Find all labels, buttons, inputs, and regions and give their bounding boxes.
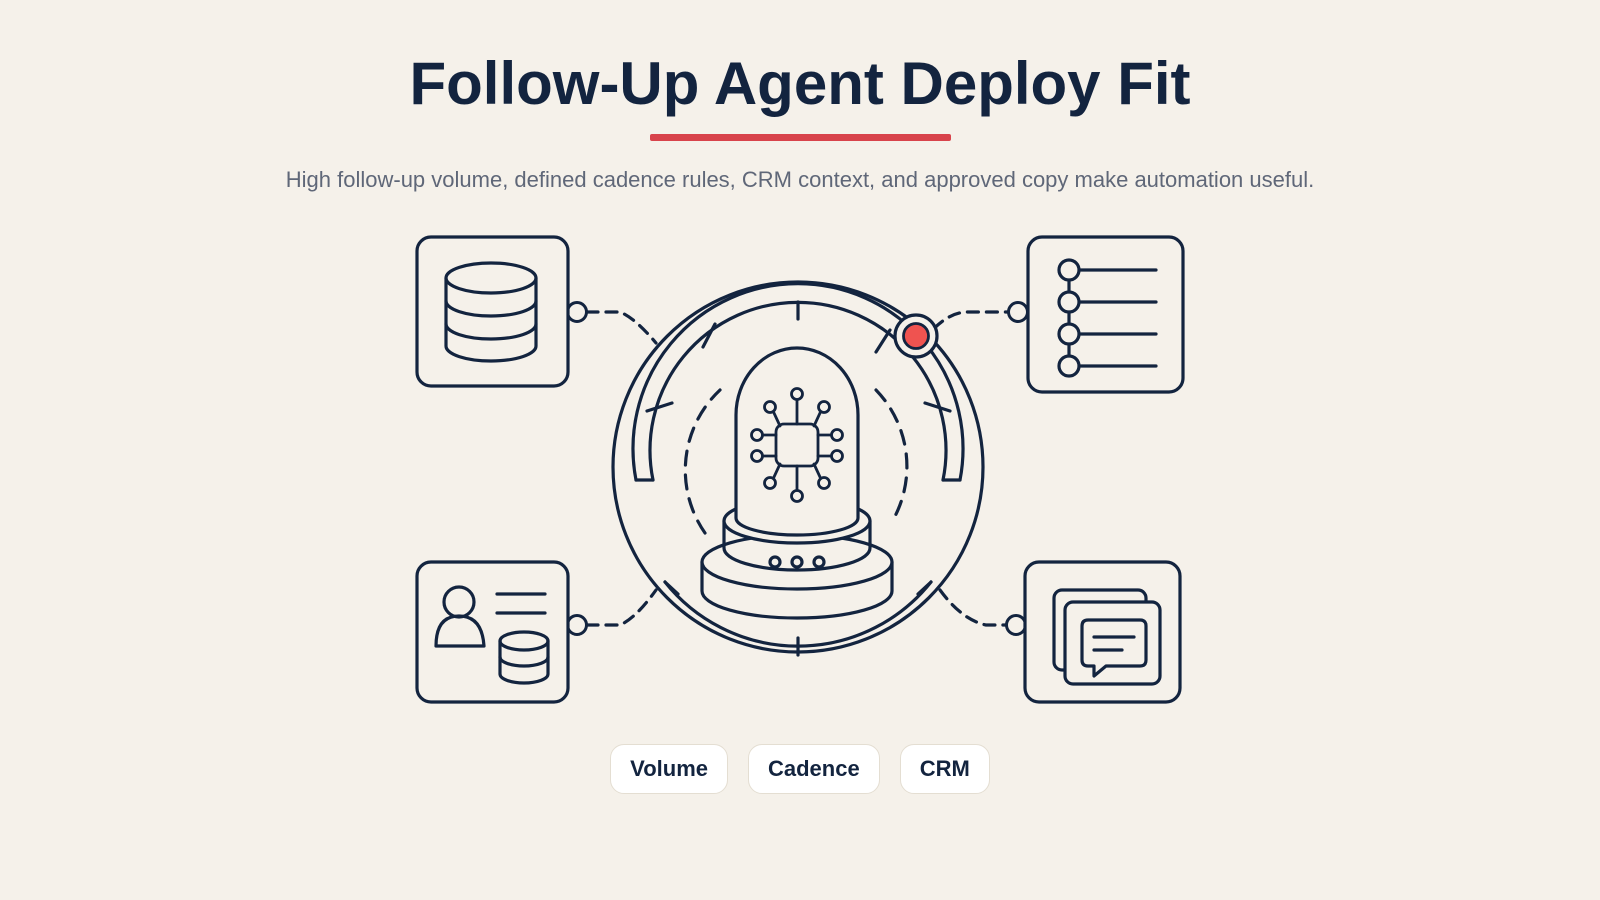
title-underline	[650, 134, 951, 141]
agent-ring	[611, 280, 985, 657]
ring-segment-ticks	[645, 300, 952, 413]
copy-node[interactable]	[1023, 560, 1182, 704]
timeline-list-icon	[1057, 258, 1158, 378]
fit-chips: Volume Cadence CRM	[0, 744, 1600, 794]
chip-icon	[750, 387, 844, 503]
database-icon	[444, 261, 538, 363]
chip-crm[interactable]: CRM	[899, 744, 990, 794]
inner-dashed-arc	[683, 388, 909, 535]
contact-record-icon	[434, 585, 550, 685]
crm-node[interactable]	[415, 560, 570, 704]
alert-dot-icon	[893, 313, 939, 359]
page-title: Follow-Up Agent Deploy Fit	[409, 50, 1191, 117]
page-subtitle: High follow-up volume, defined cadence r…	[285, 167, 1315, 192]
cadence-node[interactable]	[1026, 235, 1185, 394]
chip-cadence[interactable]: Cadence	[748, 744, 880, 794]
chip-volume[interactable]: Volume	[610, 744, 728, 794]
database-node[interactable]	[415, 235, 570, 388]
message-stack-icon	[1052, 588, 1162, 686]
ai-agent-bell-jar-icon	[700, 346, 894, 620]
